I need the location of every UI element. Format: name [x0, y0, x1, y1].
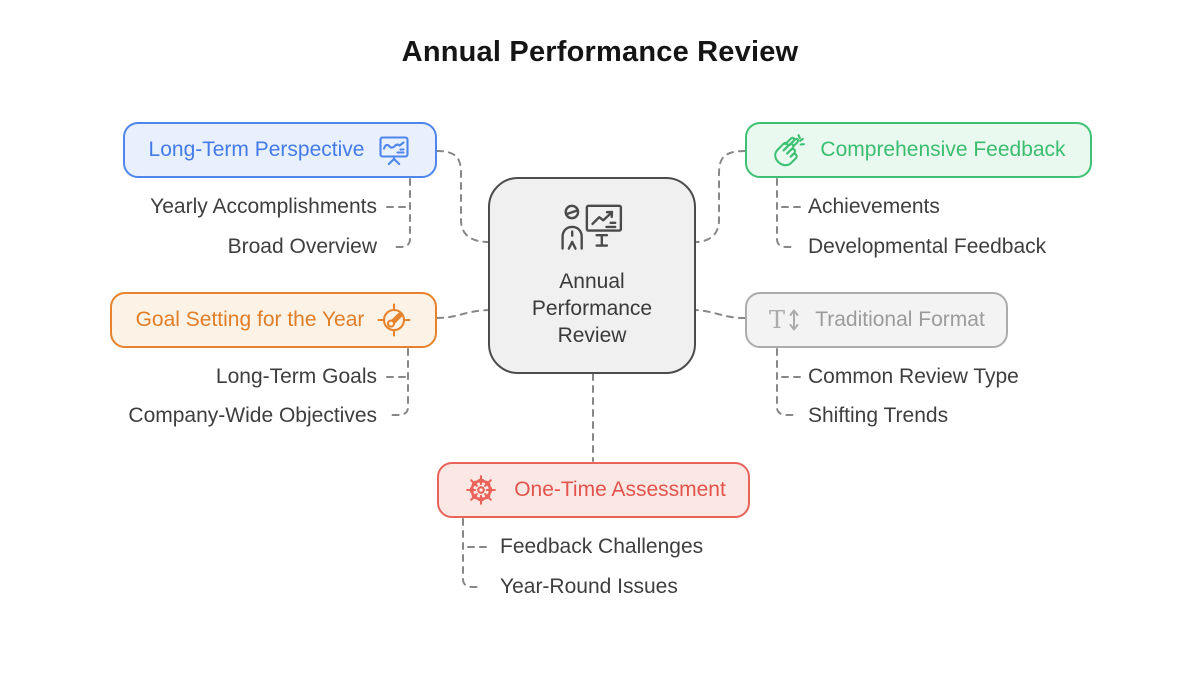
branch-label: Traditional Format [815, 308, 985, 331]
child-label-broad-overview: Broad Overview [227, 235, 377, 258]
child-label-company-wide-objectives: Company-Wide Objectives [128, 404, 377, 427]
connector-goal-setting-to-center [436, 309, 490, 319]
svg-text:T: T [769, 306, 785, 334]
elbow-long-term-children [391, 178, 411, 248]
goal-target-icon [377, 303, 411, 337]
elbow-traditional-children [776, 348, 796, 416]
elbow-one-time-children [462, 518, 482, 588]
center-node-annual-performance-review: Annual Performance Review [488, 177, 696, 374]
branch-label: Long-Term Perspective [148, 138, 365, 161]
center-label-line-1: Annual [559, 269, 625, 293]
text-height-icon: T [768, 303, 802, 337]
clapping-hands-icon [771, 132, 807, 168]
child-label-shifting-trends: Shifting Trends [808, 404, 949, 427]
branch-node-goal-setting: Goal Setting for the Year [110, 292, 437, 348]
presentation-chart-icon [377, 133, 411, 167]
page-title: Annual Performance Review [401, 36, 799, 68]
connector-long-term-to-center [436, 150, 490, 243]
branch-node-traditional-format: T Traditional Format [745, 292, 1008, 348]
connector-feedback-to-center [694, 150, 746, 243]
child-label-feedback-challenges: Feedback Challenges [500, 535, 704, 558]
center-node-label: Annual Performance Review [532, 268, 652, 349]
child-label-developmental-feedback: Developmental Feedback [808, 235, 1047, 258]
center-label-line-3: Review [557, 323, 627, 347]
child-label-common-review-type: Common Review Type [808, 365, 1019, 388]
branch-node-one-time-assessment: One-Time Assessment [437, 462, 750, 518]
center-label-line-2: Performance [531, 296, 653, 320]
child-label-achievements: Achievements [808, 195, 940, 218]
elbow-goal-setting-children [389, 348, 409, 416]
child-label-year-round-issues: Year-Round Issues [500, 575, 678, 598]
branch-node-long-term-perspective: Long-Term Perspective [123, 122, 437, 178]
branch-label: Comprehensive Feedback [820, 138, 1066, 161]
branch-label: Goal Setting for the Year [135, 308, 365, 331]
branch-label: One-Time Assessment [514, 478, 726, 501]
elbow-feedback-children [776, 178, 796, 248]
connector-traditional-to-center [694, 309, 746, 319]
child-label-long-term-goals: Long-Term Goals [215, 365, 377, 388]
branch-node-comprehensive-feedback: Comprehensive Feedback [745, 122, 1092, 178]
presenter-with-chart-icon [559, 203, 625, 258]
child-label-yearly-accomplishments: Yearly Accomplishments [150, 195, 377, 218]
ornament-rosette-icon [461, 470, 501, 510]
